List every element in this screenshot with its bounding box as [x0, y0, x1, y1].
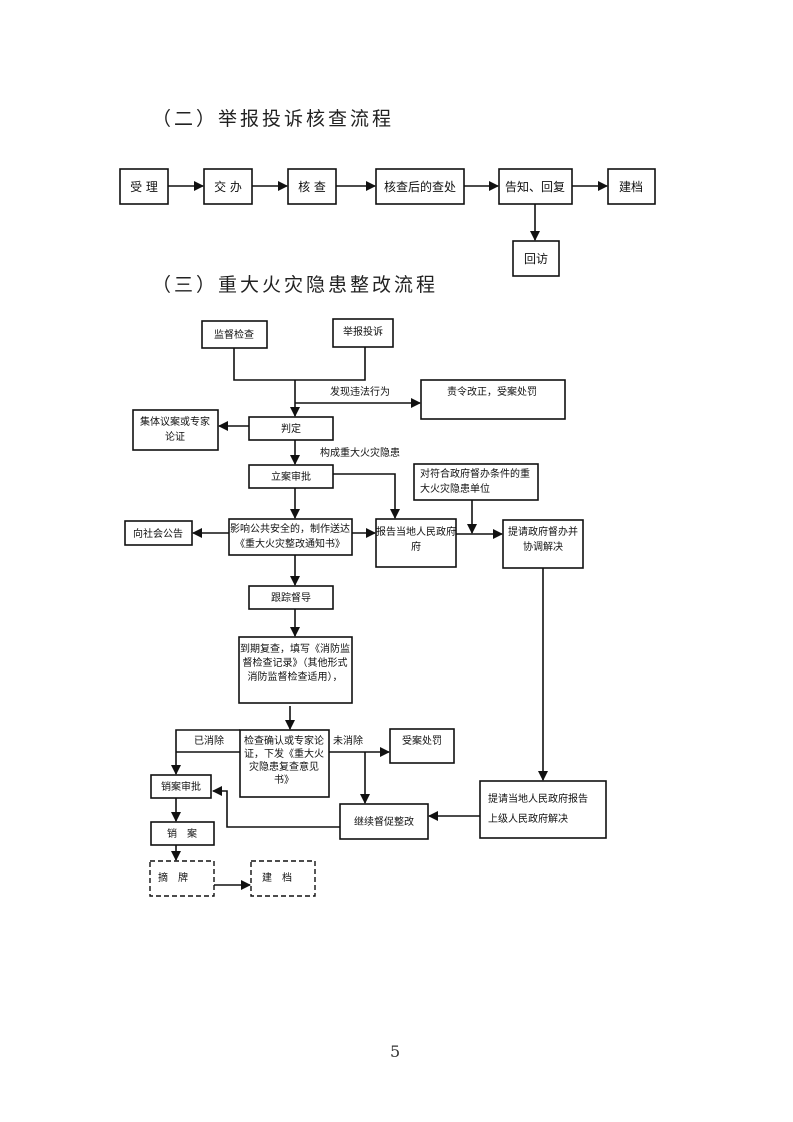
- node-label: 跟踪督导: [271, 591, 311, 604]
- node-gov-supervision-units: 对符合政府督办条件的重 大火灾隐患单位: [413, 463, 539, 501]
- node-report-upper: 提请当地人民政府报告 上级人民政府解决: [479, 780, 607, 839]
- node-supervision-check: 监督检查: [201, 320, 268, 349]
- node-label: 报告当地人民政府: [376, 525, 456, 538]
- step-verify-label: 核 查: [298, 180, 326, 194]
- node-collective-review: 集体议案或专家 论证: [132, 409, 219, 451]
- node-label: 提请当地人民政府报告: [488, 792, 588, 805]
- node-label: 证，下发《重大火: [244, 747, 324, 760]
- node-label: 举报投诉: [343, 325, 383, 338]
- step-revisit: 回访: [512, 240, 560, 277]
- node-label: 提请政府督办并: [508, 525, 578, 538]
- node-archive: 建 档: [250, 860, 316, 897]
- node-follow-up: 跟踪督导: [248, 585, 334, 610]
- node-close-case: 销 案: [150, 821, 215, 846]
- node-label: 督检查记录》（其他形式: [243, 656, 348, 669]
- node-label: 消防监督检查适用），: [248, 670, 343, 683]
- node-label: 上级人民政府解决: [488, 812, 568, 825]
- page-number: 5: [390, 1042, 401, 1061]
- node-label: 灾隐患复查意见: [249, 760, 319, 773]
- node-label: 销 案: [167, 827, 197, 840]
- step-archive-label: 建档: [619, 180, 643, 194]
- node-public-notice: 向社会公告: [124, 520, 193, 546]
- arrow: [212, 786, 340, 828]
- node-close-approval: 销案审批: [150, 774, 212, 799]
- node-label: 大火灾隐患单位: [420, 482, 490, 495]
- section-3-title: （三）重大火灾隐患整改流程: [152, 274, 439, 296]
- label-violation-found: 发现违法行为: [330, 385, 390, 398]
- node-label: 判定: [281, 422, 301, 435]
- node-label: 影响公共安全的，制作送达: [230, 522, 350, 535]
- label-eliminated: 已消除: [194, 734, 224, 747]
- section-2-title: （二）举报投诉核查流程: [152, 108, 395, 130]
- step-assign: 交 办: [203, 168, 253, 205]
- merge-line: [233, 347, 366, 381]
- node-label: 集体议案或专家: [140, 415, 210, 428]
- node-label: 继续督促整改: [354, 815, 414, 828]
- node-judgment: 判定: [248, 416, 334, 441]
- arrow: [333, 473, 400, 519]
- node-label: 府: [411, 540, 421, 553]
- step-archive: 建档: [607, 168, 656, 205]
- node-label: 责令改正，受案处罚: [447, 385, 537, 398]
- node-label: 销案审批: [161, 780, 201, 793]
- node-confirm: 检查确认或专家论 证，下发《重大火 灾隐患复查意见 书》: [239, 729, 330, 798]
- node-request-gov: 提请政府督办并 协调解决: [502, 519, 584, 569]
- node-report-complaint: 举报投诉: [332, 318, 394, 348]
- node-label: 书》: [274, 774, 294, 786]
- node-label: 协调解决: [523, 540, 563, 553]
- node-label: 受案处罚: [402, 734, 442, 747]
- section-3-flow: 监督检查 举报投诉 发现违法行为 责令改正，受案处罚 判定 集体议案或专家 论证…: [124, 318, 607, 897]
- node-label: 《重大火灾整改通知书》: [235, 537, 345, 550]
- node-label: 论证: [165, 430, 185, 443]
- label-not-eliminated: 未消除: [333, 734, 363, 747]
- node-label: 监督检查: [214, 328, 254, 341]
- node-report-local-gov: 报告当地人民政府 府: [375, 518, 457, 568]
- node-remove-plate: 摘 牌: [149, 860, 215, 897]
- node-label: 立案审批: [271, 470, 311, 483]
- step-accept-label: 受 理: [130, 180, 158, 194]
- step-handle-label: 核查后的查处: [384, 179, 456, 194]
- arrow: [171, 729, 240, 775]
- node-send-notice: 影响公共安全的，制作送达 《重大火灾整改通知书》: [228, 518, 353, 556]
- node-penalty: 受案处罚: [389, 728, 455, 764]
- node-order-correct: 责令改正，受案处罚: [420, 379, 566, 420]
- node-label: 检查确认或专家论: [244, 734, 324, 747]
- step-revisit-label: 回访: [524, 252, 548, 266]
- node-label: 建 档: [262, 871, 292, 884]
- step-handle: 核查后的查处: [375, 168, 465, 205]
- label-major-hazard: 构成重大火灾隐患: [320, 446, 400, 459]
- node-recheck: 到期复查，填写《消防监 督检查记录》（其他形式 消防监督检查适用），: [238, 636, 353, 704]
- node-label: 对符合政府督办条件的重: [420, 467, 530, 480]
- step-accept: 受 理: [119, 168, 169, 205]
- node-case-approval: 立案审批: [248, 464, 334, 489]
- step-notify: 告知、回复: [498, 168, 573, 205]
- step-assign-label: 交 办: [214, 179, 242, 194]
- node-label: 向社会公告: [133, 527, 183, 540]
- step-verify: 核 查: [287, 168, 337, 205]
- node-label: 摘 牌: [158, 871, 188, 884]
- node-continue-urge: 继续督促整改: [339, 803, 429, 840]
- section-2-flow: 受 理 交 办 核 查 核查后的查处 告知、回复 建档 回访: [119, 168, 656, 277]
- step-notify-label: 告知、回复: [505, 180, 565, 194]
- node-label: 到期复查，填写《消防监: [240, 642, 350, 655]
